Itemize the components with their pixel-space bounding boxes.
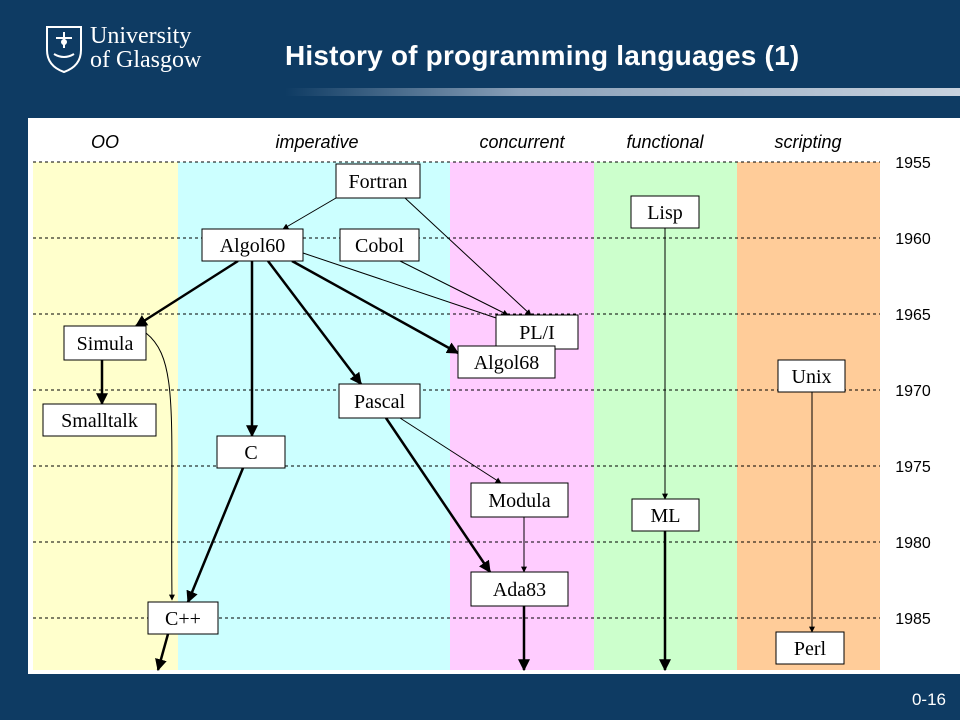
- lang-box-cobol: [339, 228, 420, 262]
- lang-box-fortran: [335, 163, 421, 199]
- lang-box-perl: [775, 631, 845, 665]
- edge-cpp-continues: [155, 633, 170, 672]
- lang-node-algol60: Algol60: [201, 228, 304, 262]
- lang-node-lisp: Lisp: [630, 195, 700, 229]
- lang-box-c: [216, 435, 286, 469]
- edge-fortran-to-pl-i: [404, 197, 532, 316]
- lang-node-simula: Simula: [63, 325, 147, 361]
- edge-pascal-to-ada83: [384, 417, 492, 573]
- lang-label-ada83: Ada83: [493, 579, 546, 601]
- lang-node-algol68: Algol68: [457, 345, 556, 379]
- lang-label-fortran: Fortran: [349, 171, 408, 193]
- lang-box-algol68: [457, 345, 556, 379]
- lang-node-cpp: C++: [147, 601, 219, 635]
- lang-node-pl-i: PL/I: [495, 314, 579, 350]
- lang-box-unix: [777, 359, 846, 393]
- lang-node-pascal: Pascal: [338, 383, 421, 419]
- logo-wordmark: University of Glasgow: [90, 24, 201, 72]
- edge-c-to-cpp: [186, 467, 245, 604]
- slide-number: 0-16: [911, 690, 946, 709]
- lang-label-smalltalk: Smalltalk: [61, 410, 138, 432]
- lang-label-lisp: Lisp: [647, 202, 683, 224]
- lang-box-modula: [470, 482, 569, 518]
- title-underline: [285, 88, 960, 96]
- slide-title: History of programming languages (1): [285, 40, 800, 71]
- edge-pascal-to-modula: [399, 417, 502, 484]
- lang-node-cobol: Cobol: [339, 228, 420, 262]
- lang-box-simula: [63, 325, 147, 361]
- lang-label-modula: Modula: [488, 490, 550, 512]
- lang-node-ml: ML: [631, 498, 700, 532]
- lang-node-unix: Unix: [777, 359, 846, 393]
- lang-box-cpp: [147, 601, 219, 635]
- lang-box-pascal: [338, 383, 421, 419]
- year-label-1955: 1955: [895, 155, 931, 172]
- category-label-scripting: scripting: [774, 132, 841, 152]
- lang-node-perl: Perl: [775, 631, 845, 665]
- lang-box-ml: [631, 498, 700, 532]
- lang-box-smalltalk: [42, 403, 157, 437]
- lang-label-unix: Unix: [792, 366, 832, 388]
- logo-line-1: University: [90, 23, 192, 49]
- lang-node-modula: Modula: [470, 482, 569, 518]
- edge-fortran-to-algol60: [282, 197, 337, 230]
- lang-node-ada83: Ada83: [470, 571, 569, 607]
- year-label-1970: 1970: [895, 383, 931, 400]
- lang-node-smalltalk: Smalltalk: [42, 403, 157, 437]
- lang-label-c: C: [244, 442, 257, 464]
- lang-label-algol68: Algol68: [474, 352, 540, 374]
- year-label-1965: 1965: [895, 307, 931, 324]
- edge-simula-to-cpp: [145, 332, 175, 601]
- lang-box-algol60: [201, 228, 304, 262]
- band-scripting: [737, 162, 880, 670]
- lang-label-algol60: Algol60: [220, 235, 286, 257]
- edge-algol60-to-algol68: [291, 259, 460, 355]
- logo-line-2: of Glasgow: [90, 47, 202, 73]
- lang-label-simula: Simula: [77, 333, 134, 355]
- year-label-1980: 1980: [895, 535, 931, 552]
- lang-label-pascal: Pascal: [354, 391, 406, 413]
- edge-algol60-to-pascal: [267, 260, 362, 385]
- year-label-1975: 1975: [895, 459, 931, 476]
- lang-box-pl-i: [495, 314, 579, 350]
- lang-box-lisp: [630, 195, 700, 229]
- lang-label-ml: ML: [651, 505, 681, 527]
- category-label-oo: OO: [91, 132, 119, 152]
- university-logo: University of Glasgow: [44, 24, 214, 80]
- lang-label-cobol: Cobol: [355, 235, 404, 257]
- crest-icon: [46, 26, 82, 74]
- lang-label-perl: Perl: [794, 638, 827, 660]
- lang-node-c: C: [216, 435, 286, 469]
- category-label-imperative: imperative: [275, 132, 358, 152]
- lang-node-fortran: Fortran: [335, 163, 421, 199]
- year-label-1960: 1960: [895, 231, 931, 248]
- category-label-concurrent: concurrent: [479, 132, 565, 152]
- lang-box-ada83: [470, 571, 569, 607]
- edge-cobol-to-pl-i: [399, 260, 509, 316]
- year-label-1985: 1985: [895, 611, 931, 628]
- edge-algol60-to-pl-i: [302, 252, 512, 325]
- lang-label-cpp: C++: [165, 608, 201, 630]
- lang-label-pl-i: PL/I: [519, 322, 555, 344]
- category-label-functional: functional: [626, 132, 704, 152]
- edge-algol60-to-simula: [134, 259, 239, 328]
